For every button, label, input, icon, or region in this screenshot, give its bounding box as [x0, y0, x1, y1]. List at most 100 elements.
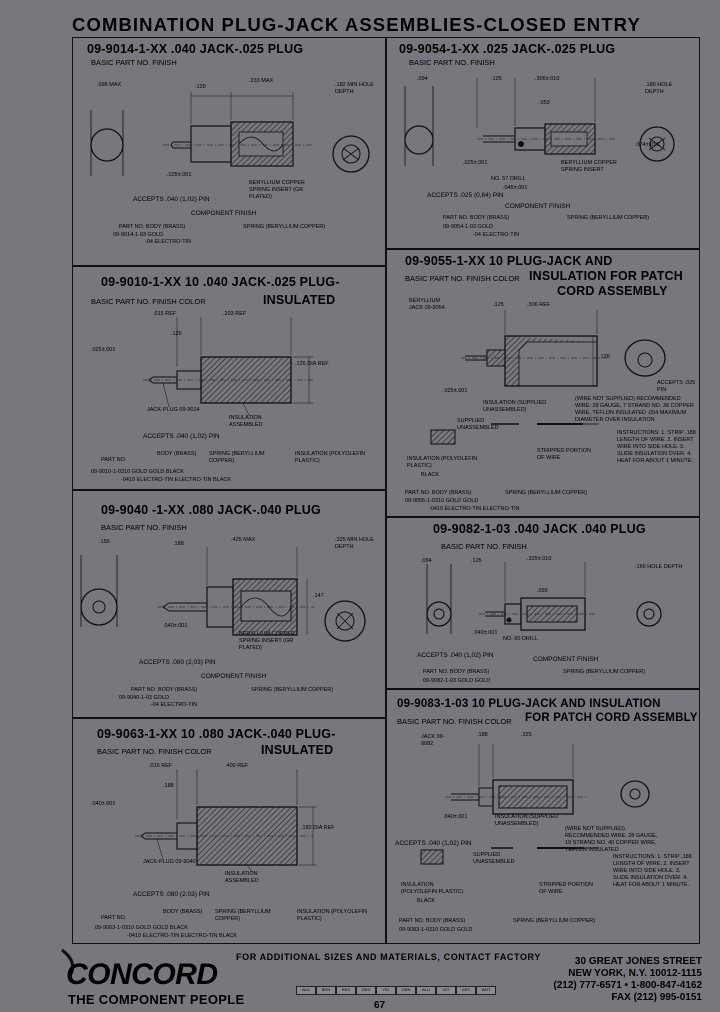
dim-label: NO. 57 DRILL: [491, 176, 526, 182]
panel-title: 09-9040 -1-XX .080 JACK-.040 PLUG: [101, 503, 321, 517]
page-number: 67: [374, 1000, 386, 1011]
dim-label: .425 MAX: [231, 537, 256, 543]
table-row: 09-9082-1-03 GOLD GOLD: [423, 678, 491, 684]
dim-label: .306±.010: [535, 76, 560, 82]
patch-cord-drawing: [420, 744, 650, 865]
dim-label: .400 REF: [225, 763, 249, 769]
dim-label: .180 HOLE DEPTH: [645, 82, 673, 95]
dim-label: .160 HOLE DEPTH: [635, 564, 683, 570]
finish-title: COMPONENT FINISH: [533, 656, 599, 663]
table-header: PART NO. BODY (BRASS): [131, 687, 198, 693]
dim-label: .093: [537, 588, 548, 594]
color-code-cell: GRY: [456, 986, 476, 995]
table-row: 09-9040-1-03 GOLD: [119, 695, 170, 701]
accepts-label: ACCEPTS .025 (0,64) PIN: [427, 192, 504, 199]
table-header: INSULATION (POLYOLEFIN PLASTIC): [297, 909, 368, 922]
jack-plug-drawing: [80, 547, 366, 642]
dim-label: .025±.001: [167, 172, 192, 178]
table-row: 09-9014-1-03 GOLD: [113, 232, 164, 238]
dim-label: .182 MIN HOLE DEPTH: [335, 82, 374, 95]
dim-label: .094: [421, 558, 432, 564]
dim-label: .233 MAX: [249, 78, 274, 84]
dim-label: .025±.001: [443, 388, 468, 394]
accepts-label: ACCEPTS .080 (2,03) PIN: [139, 659, 216, 666]
dim-label: .125: [491, 76, 502, 82]
table-row: 09-9063-1-0310 GOLD GOLD BLACK: [95, 925, 188, 931]
page-title: COMBINATION PLUG-JACK ASSEMBLIES-CLOSED …: [72, 14, 641, 35]
dim-label: .015 REF: [153, 311, 177, 317]
table-header: PART NO. BODY (BRASS): [399, 918, 466, 924]
logo-swoosh: [61, 948, 75, 977]
color-code-cell: YEL: [376, 986, 396, 995]
table-header: SPRING (BERYLLIUM COPPER): [209, 451, 265, 464]
brand-logo: CONCORD: [66, 958, 218, 991]
jack-plug-drawing: [426, 562, 662, 634]
table-header: PART NO.: [101, 457, 127, 463]
accepts-label: ACCEPTS .040 (1,02) PIN: [395, 840, 472, 847]
insulated-jack-drawing: [143, 317, 313, 416]
panel-title: 09-9010-1-XX 10 .040 JACK-.025 PLUG-: [101, 275, 340, 289]
callout-label: INSULATION ASSEMBLED: [225, 871, 259, 884]
panel-9082: 09-9082-1-03 .040 JACK .040 PLUG BASIC P…: [386, 517, 700, 689]
color-code-cell: BRN: [316, 986, 336, 995]
dim-label: .094: [417, 76, 428, 82]
finish-title: COMPONENT FINISH: [505, 203, 571, 210]
table-header: PART NO. BODY (BRASS): [405, 490, 472, 496]
jack-plug-drawing: [90, 92, 370, 176]
accepts-label: ACCEPTS .080 (2,03) PIN: [133, 891, 210, 898]
dim-label: .325±.010: [527, 556, 552, 562]
table-header: PART NO. BODY (BRASS): [423, 669, 490, 675]
color-code-cell: GRN: [396, 986, 416, 995]
panel-title: 09-9083-1-03 10 PLUG-JACK AND INSULATION: [397, 698, 661, 710]
table-header: SPRING (BERYLLIUM COPPER): [251, 687, 334, 693]
table-header: INSULATION (POLYOLEFIN PLASTIC): [295, 451, 366, 464]
wire-note: (WIRE NOT SUPPLIED) RECOMMENDED WIRE: 28…: [565, 826, 658, 853]
table-header: SPRING (BERYLLIUM COPPER): [513, 918, 596, 924]
table-header: SPRING (BERYLLIUM COPPER): [505, 490, 588, 496]
panel-9040: 09-9040 -1-XX .080 JACK-.040 PLUG BASIC …: [72, 490, 386, 718]
accepts-label: ACCEPTS .040 (1,02) PIN: [417, 652, 494, 659]
dim-label: .125: [171, 331, 182, 337]
panel-title-line2: FOR PATCH CORD ASSEMBLY: [525, 712, 698, 724]
note-label: BERYLLIUM COPPER SPRING INSERT (GR PLATE…: [249, 180, 305, 200]
panel-title-line2: INSULATED: [263, 293, 336, 307]
color-code-cell: VIO: [436, 986, 456, 995]
table-row: -0410 ELECTRO-TIN ELECTRO-TIN BLACK: [121, 477, 232, 483]
panel-subtitle: BASIC PART NO. FINISH: [409, 58, 495, 67]
callout-label: STRIPPED PORTION OF WIRE: [537, 448, 591, 461]
panel-subtitle: BASIC PART NO. FINISH: [101, 523, 187, 532]
callout-label: SUPPLIED UNASSEMBLED: [473, 852, 515, 865]
dim-label: .025±.001: [91, 347, 116, 353]
dim-label: .203 REF: [223, 311, 247, 317]
panel-9014: 09-9014-1-XX .040 JACK-.025 PLUG BASIC P…: [72, 37, 386, 266]
finish-title: COMPONENT FINISH: [191, 210, 257, 217]
footer-note: FOR ADDITIONAL SIZES AND MATERIALS, CONT…: [236, 952, 541, 962]
instructions: INSTRUCTIONS: 1. STRIP .188 LENGTH OF WI…: [613, 854, 692, 888]
dim-label: .045±.001: [503, 185, 528, 191]
color-code-cell: ORG: [356, 986, 376, 995]
color-code-cell: BLK: [296, 986, 316, 995]
callout-label: SUPPLIED UNASSEMBLED: [457, 418, 499, 431]
callout-label: JACK 09-9082: [421, 734, 445, 747]
dim-label: .040±.001: [163, 623, 188, 629]
insulation-label: INSULATION (POLYOLEFIN PLASTIC): [401, 882, 464, 895]
panel-subtitle: BASIC PART NO. FINISH: [441, 542, 527, 551]
phone-line: (212) 777-6571 • 1-800-847-4162: [553, 980, 702, 991]
panel-title-line3: CORD ASSEMBLY: [557, 284, 668, 298]
table-row: 09-9083-1-0310 GOLD GOLD: [399, 927, 473, 933]
dim-label: .120: [195, 84, 206, 90]
dim-label: .040±.001: [473, 630, 498, 636]
dim-label: NO. 60 DRILL: [503, 636, 538, 642]
finish-title: COMPONENT FINISH: [201, 673, 267, 680]
panel-subtitle: BASIC PART NO. FINISH: [91, 58, 177, 67]
panel-subtitle: BASIC PART NO. FINISH COLOR: [397, 717, 512, 726]
table-header: BODY (BRASS): [163, 909, 203, 915]
dim-label: .188: [163, 783, 174, 789]
insulation-label: INSULATION (POLYOLEFIN PLASTIC): [407, 456, 478, 469]
table-header: PART NO. BODY (BRASS): [119, 224, 186, 230]
panel-9055: 09-9055-1-XX 10 PLUG-JACK AND BASIC PART…: [386, 249, 700, 517]
dim-label: .015 REF: [149, 763, 173, 769]
panel-title: 09-9014-1-XX .040 JACK-.025 PLUG: [87, 42, 304, 56]
table-row: -0410 ELECTRO-TIN ELECTRO-TIN BLACK: [127, 933, 238, 939]
